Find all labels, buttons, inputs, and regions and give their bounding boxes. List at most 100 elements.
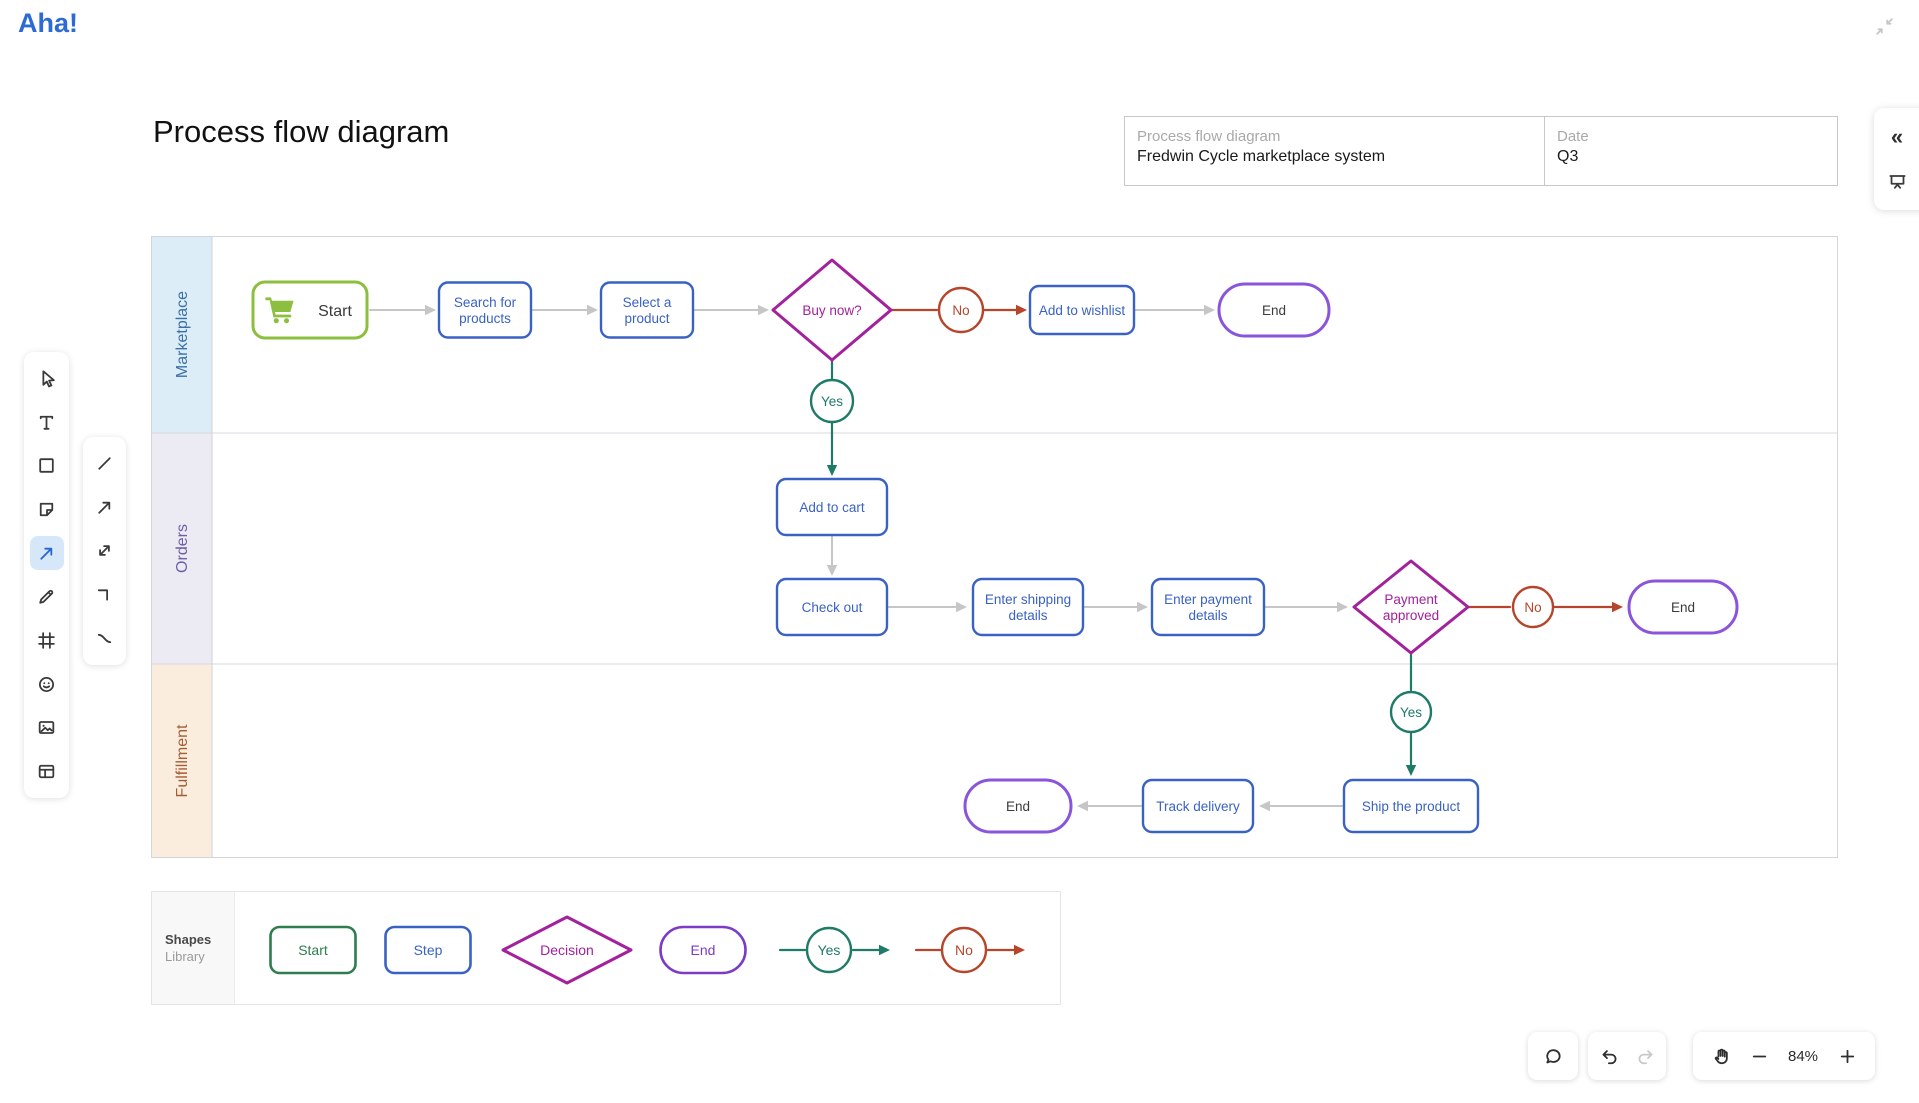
zoom-level: 84% bbox=[1787, 1047, 1819, 1065]
library-end-shape[interactable]: End bbox=[659, 925, 747, 975]
diagram-name-value: Fredwin Cycle marketplace system bbox=[1137, 148, 1386, 165]
tool-image[interactable] bbox=[30, 711, 64, 745]
add-to-cart-node-label: Add to cart bbox=[799, 500, 865, 515]
arrowhead bbox=[1077, 800, 1088, 812]
end-node-1[interactable]: End bbox=[1217, 282, 1331, 338]
connector[interactable] bbox=[826, 421, 838, 476]
connector[interactable] bbox=[982, 304, 1027, 316]
ship-the-product-node[interactable]: Ship the product bbox=[1342, 778, 1480, 834]
no-label-1[interactable]: No bbox=[937, 286, 985, 334]
tool-arrow[interactable] bbox=[88, 490, 122, 524]
tool-select[interactable] bbox=[30, 362, 64, 396]
layout-icon bbox=[38, 764, 55, 778]
yes-label-1-label: Yes bbox=[821, 394, 843, 409]
no-label-2[interactable]: No bbox=[1511, 585, 1555, 629]
track-delivery-node[interactable]: Track delivery bbox=[1141, 778, 1255, 834]
connector[interactable] bbox=[691, 304, 769, 316]
connector[interactable] bbox=[1405, 731, 1417, 776]
lane-header-fulfillment[interactable] bbox=[151, 664, 212, 858]
connector[interactable] bbox=[1264, 601, 1348, 613]
library-start-shape-label: Start bbox=[298, 942, 328, 958]
connector[interactable] bbox=[851, 944, 890, 956]
pan-hand-button[interactable] bbox=[1705, 1040, 1737, 1072]
canvas-border bbox=[151, 236, 1838, 858]
buy-now-decision-node[interactable]: Buy now? bbox=[771, 258, 893, 362]
line-icon bbox=[98, 457, 111, 470]
tool-sticker[interactable] bbox=[30, 667, 64, 701]
arrowhead bbox=[826, 465, 838, 476]
yes-label-2[interactable]: Yes bbox=[1389, 690, 1433, 734]
undo-button[interactable] bbox=[1593, 1040, 1625, 1072]
connector[interactable] bbox=[529, 304, 598, 316]
connector[interactable] bbox=[1083, 601, 1148, 613]
present-button[interactable] bbox=[1882, 166, 1912, 196]
zoom-in-button[interactable] bbox=[1831, 1040, 1863, 1072]
lane-label-fulfillment: Fulfillment bbox=[174, 724, 191, 797]
library-no-connector[interactable]: No bbox=[940, 926, 988, 974]
no-label-2-label: No bbox=[1524, 600, 1541, 615]
tool-connector[interactable] bbox=[29, 536, 64, 571]
connector[interactable] bbox=[887, 601, 967, 613]
check-out-node[interactable]: Check out bbox=[775, 577, 889, 637]
connector[interactable] bbox=[1259, 800, 1343, 812]
connector[interactable] bbox=[986, 944, 1025, 956]
collapse-panel-button[interactable]: « bbox=[1882, 122, 1912, 152]
library-start-shape[interactable]: Start bbox=[269, 925, 357, 975]
zoom-card: 84% bbox=[1693, 1032, 1875, 1080]
redo-button[interactable] bbox=[1629, 1040, 1661, 1072]
tool-frame[interactable] bbox=[30, 623, 64, 657]
diagram-name-field[interactable]: Process flow diagram Fredwin Cycle marke… bbox=[1125, 117, 1544, 185]
aha-logo[interactable]: Aha! bbox=[18, 8, 78, 38]
comment-button[interactable] bbox=[1537, 1040, 1569, 1072]
comment-icon bbox=[1545, 1048, 1561, 1063]
date-label: Date bbox=[1557, 128, 1589, 145]
tool-curve[interactable] bbox=[88, 621, 122, 655]
library-step-shape[interactable]: Step bbox=[384, 925, 472, 975]
minus-icon bbox=[1752, 1055, 1766, 1057]
compress-window-button[interactable] bbox=[1862, 4, 1906, 48]
library-step-shape-label: Step bbox=[413, 942, 442, 958]
connector[interactable] bbox=[1552, 601, 1623, 613]
library-decision-shape[interactable]: Decision bbox=[501, 915, 633, 985]
connector[interactable] bbox=[826, 535, 838, 576]
tool-elbow[interactable] bbox=[88, 578, 122, 612]
connector[interactable] bbox=[369, 304, 436, 316]
shape-icon bbox=[39, 458, 54, 474]
tool-double-arrow[interactable] bbox=[88, 534, 122, 568]
end-node-3[interactable]: End bbox=[963, 778, 1073, 834]
tool-line[interactable] bbox=[88, 447, 122, 481]
connector[interactable] bbox=[1133, 304, 1215, 316]
zoom-out-button[interactable] bbox=[1743, 1040, 1775, 1072]
add-to-wishlist-node[interactable]: Add to wishlist bbox=[1028, 284, 1136, 336]
hand-icon bbox=[1714, 1048, 1728, 1064]
tool-shape[interactable] bbox=[30, 449, 64, 483]
arrowhead bbox=[1259, 800, 1270, 812]
end-node-2[interactable]: End bbox=[1627, 579, 1739, 635]
tool-sticky-note[interactable] bbox=[30, 493, 64, 527]
arrowhead bbox=[1612, 601, 1623, 613]
library-yes-connector[interactable]: Yes bbox=[805, 926, 853, 974]
lane-label-marketplace: Marketplace bbox=[174, 291, 191, 378]
tool-text[interactable] bbox=[30, 405, 64, 439]
undo-icon bbox=[1602, 1049, 1616, 1064]
right-panel-card: « bbox=[1874, 108, 1919, 210]
start-node[interactable]: Start bbox=[251, 280, 369, 340]
shapes-library-shapes: Start Step Decision End Yes No bbox=[269, 915, 1025, 985]
tool-draw[interactable] bbox=[30, 580, 64, 614]
end-node-2-label: End bbox=[1671, 600, 1695, 615]
lane-header-marketplace[interactable] bbox=[151, 236, 212, 433]
date-field[interactable]: Date Q3 bbox=[1544, 117, 1837, 185]
yes-label-1[interactable]: Yes bbox=[809, 378, 855, 424]
end-node-3-label: End bbox=[1006, 799, 1030, 814]
add-to-cart-node[interactable]: Add to cart bbox=[775, 477, 889, 537]
lane-header-orders[interactable] bbox=[151, 433, 212, 664]
tool-layout[interactable] bbox=[30, 754, 64, 788]
connector[interactable] bbox=[1077, 800, 1142, 812]
